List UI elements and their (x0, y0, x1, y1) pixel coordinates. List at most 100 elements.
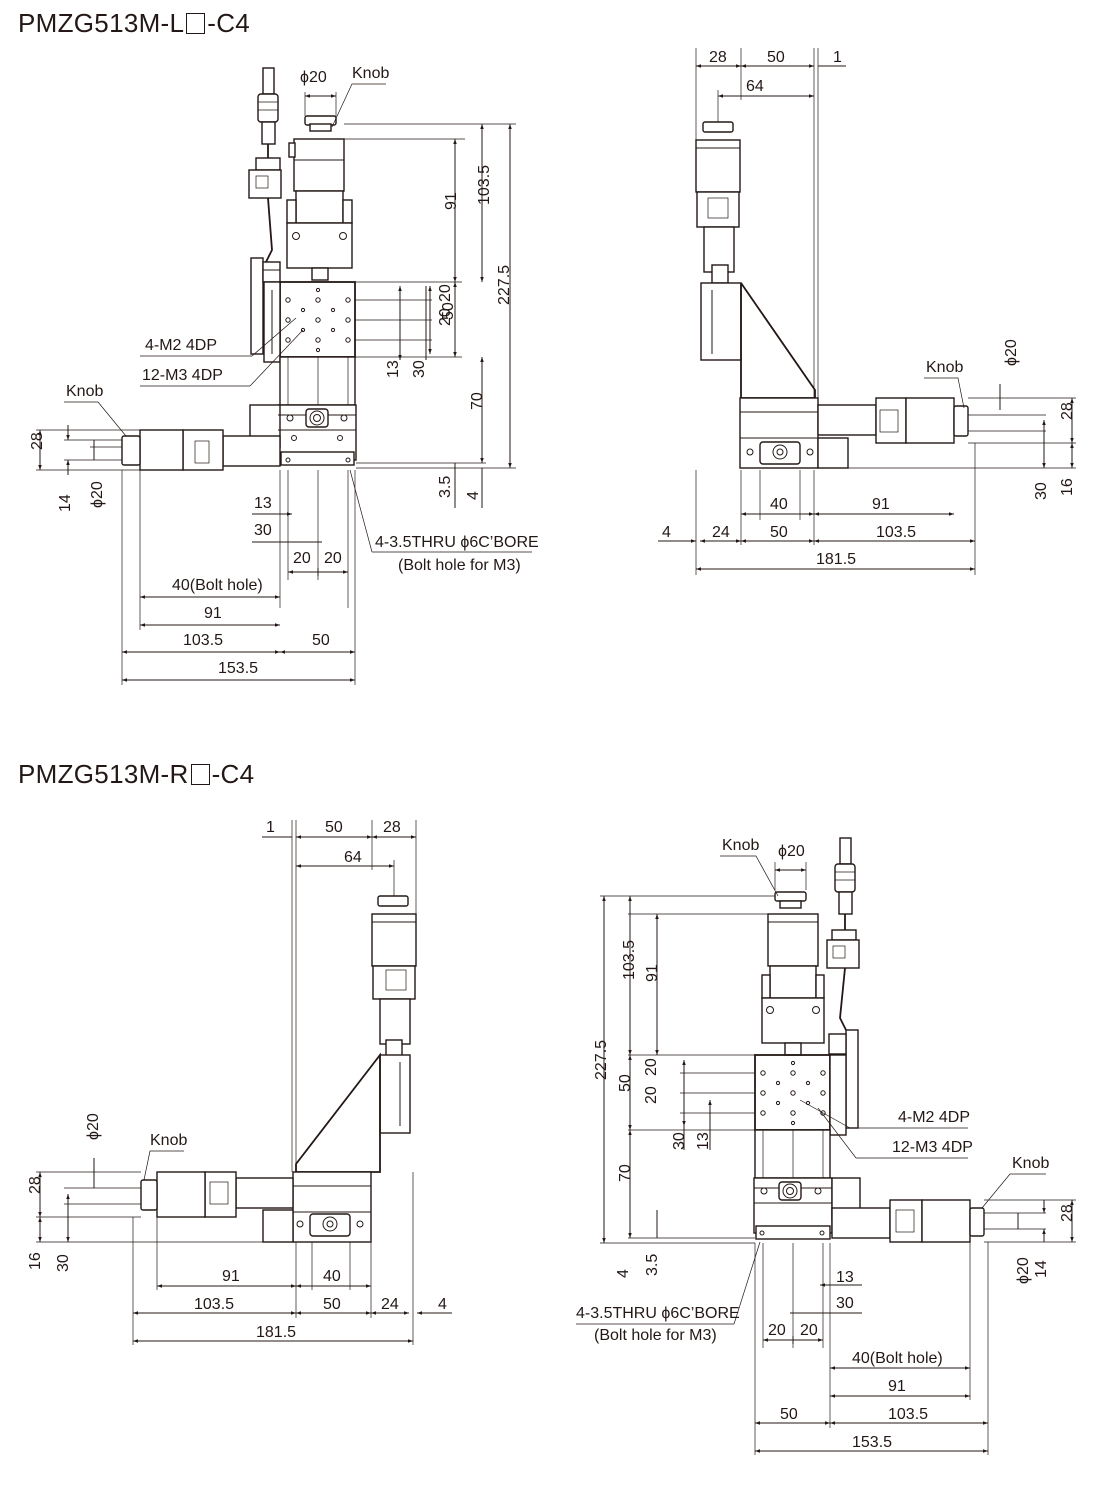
model-suffix: -C4 (211, 759, 255, 789)
m3-label: 12-M3 4DP (892, 1139, 973, 1156)
dim-text: 40(Bolt hole) (172, 577, 263, 594)
model-title-left: PMZG513M-L -C4 (18, 8, 250, 39)
dim-text: 20 (643, 1086, 660, 1104)
dim-text: 103.5 (194, 1296, 234, 1313)
dim-text: 40(Bolt hole) (852, 1350, 943, 1367)
dim-text: ϕ20 (85, 1113, 102, 1140)
dim-text: 20 (324, 550, 342, 567)
dim-text: 30 (254, 522, 272, 539)
dim-text: 70 (469, 392, 486, 410)
dim-text: ϕ20 (89, 481, 106, 508)
dim-text: 91 (222, 1268, 240, 1285)
dim-text: 50 (617, 1074, 634, 1092)
dim-text: 3.5 (437, 476, 454, 498)
dim-text: 13 (385, 360, 402, 378)
model-title-right: PMZG513M-R -C4 (18, 759, 254, 790)
dim-text: 103.5 (876, 524, 916, 541)
dim-text: 20 (768, 1322, 786, 1339)
dim-text: 20 (437, 308, 454, 326)
m2-label: 4-M2 4DP (145, 337, 217, 354)
knob-label: Knob (352, 65, 389, 82)
dim-text: 20 (437, 284, 454, 302)
model-prefix: PMZG513M-L (18, 8, 185, 38)
dim-text: ϕ20 (300, 69, 327, 86)
dim-text: 181.5 (256, 1324, 296, 1341)
dim-text: 50 (770, 524, 788, 541)
knob-label: Knob (926, 359, 963, 376)
dim-text: ϕ20 (1015, 1257, 1032, 1284)
dim-text: 28 (1059, 1204, 1076, 1222)
dim-text: ϕ20 (1003, 339, 1020, 366)
dim-text: 16 (27, 1252, 44, 1270)
dim-text: 30 (671, 1132, 688, 1150)
dim-text: 91 (443, 192, 460, 210)
dim-text: ϕ20 (778, 843, 805, 860)
knob-label: Knob (150, 1132, 187, 1149)
dim-text: 30 (1033, 482, 1050, 500)
dimensions-drawing-3: 1 50 28 64 Knob ϕ20 28 30 16 91 40 103.5… (27, 819, 452, 1345)
dim-text: 13 (836, 1269, 854, 1286)
dim-text: 28 (383, 819, 401, 836)
model-prefix: PMZG513M-R (18, 759, 189, 789)
dim-text: 40 (770, 496, 788, 513)
model-suffix: -C4 (207, 8, 251, 38)
knob-label: Knob (722, 837, 759, 854)
bore-label: 4-3.5THRU ϕ6C’BORE (375, 534, 539, 551)
dim-text: 4 (662, 524, 671, 541)
stage-front-view-right (753, 837, 985, 1243)
dim-text: 50 (312, 632, 330, 649)
dim-text: 14 (57, 494, 74, 512)
dim-text: 4 (438, 1296, 447, 1313)
dim-text: 153.5 (852, 1434, 892, 1451)
dim-text: 181.5 (816, 551, 856, 568)
dim-text: 50 (323, 1296, 341, 1313)
dim-text: 40 (323, 1268, 341, 1285)
dim-text: 64 (746, 78, 764, 95)
dim-text: 4 (465, 491, 482, 500)
dim-text: 30 (836, 1295, 854, 1312)
dim-text: 1 (266, 819, 275, 836)
dim-text: 13 (695, 1132, 712, 1150)
bolt-note: (Bolt hole for M3) (398, 557, 521, 574)
dim-text: 91 (872, 496, 890, 513)
dim-text: 4 (615, 1269, 632, 1278)
model-option-box (190, 764, 210, 785)
dim-text: 227.5 (593, 1040, 610, 1080)
dim-text: 30 (411, 360, 428, 378)
dim-text: 3.5 (644, 1254, 661, 1276)
dim-text: 103.5 (888, 1406, 928, 1423)
dim-text: 91 (204, 605, 222, 622)
dim-text: 50 (780, 1406, 798, 1423)
dimensions-drawing-1: ϕ20 Knob 91 103.5 227.5 50 70 3.5 4 20 2… (29, 65, 539, 685)
knob-label: Knob (1012, 1155, 1049, 1172)
dim-text: 16 (1059, 478, 1076, 496)
dim-text: 50 (440, 302, 457, 320)
dim-text: 153.5 (218, 660, 258, 677)
dimensions-drawing-4: Knob ϕ20 227.5 103.5 91 50 70 4 3.5 20 2… (576, 837, 1076, 1455)
knob-label: Knob (66, 383, 103, 400)
dim-text: 103.5 (476, 165, 493, 205)
dim-text: 64 (344, 849, 362, 866)
dim-text: 28 (29, 432, 46, 450)
dim-text: 70 (617, 1164, 634, 1182)
bolt-note: (Bolt hole for M3) (594, 1327, 717, 1344)
dim-text: 20 (643, 1058, 660, 1076)
stage-front-view-left (121, 67, 357, 471)
m2-label: 4-M2 4DP (898, 1109, 970, 1126)
dim-text: 13 (254, 495, 272, 512)
dim-text: 103.5 (621, 940, 638, 980)
dim-text: 227.5 (496, 265, 513, 305)
model-option-box (186, 13, 206, 34)
dim-text: 14 (1033, 1260, 1050, 1278)
dim-text: 50 (767, 49, 785, 66)
dim-text: 28 (1059, 402, 1076, 420)
dim-text: 20 (800, 1322, 818, 1339)
stage-side-view-left (695, 121, 969, 469)
m3-label: 12-M3 4DP (142, 367, 223, 384)
dim-text: 20 (293, 550, 311, 567)
dim-text: 24 (381, 1296, 399, 1313)
dim-text: 1 (833, 49, 842, 66)
dim-text: 50 (325, 819, 343, 836)
dim-text: 24 (712, 524, 730, 541)
